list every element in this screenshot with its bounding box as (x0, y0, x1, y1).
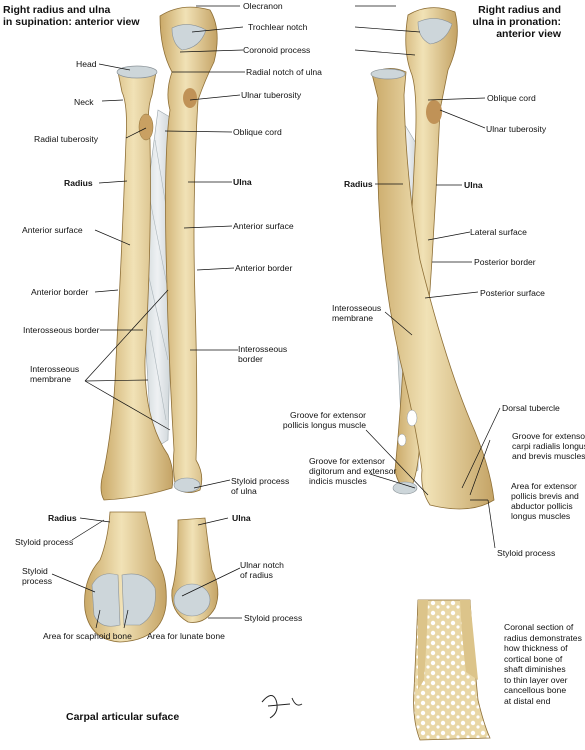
label-dorsal-tubercle: Dorsal tubercle (502, 403, 560, 413)
label-area-scaphoid-bone: Area for scaphoid bone (43, 631, 132, 641)
label-area-lunate-bone: Area for lunate bone (147, 631, 225, 641)
label-ulnar-tuberosity-right: Ulnar tuberosity (486, 124, 547, 134)
label-ulna-carpal: Ulna (232, 513, 251, 523)
label-oblique-cord-right: Oblique cord (487, 93, 536, 103)
label-coronoid-process: Coronoid process (243, 45, 311, 55)
label-anterior-border-ulna: Anterior border (235, 263, 293, 273)
label-styloid-process-right: Styloid process (497, 548, 556, 558)
label-ulnar-notch-of-radius: Ulnar notch of radius (240, 560, 284, 580)
label-ulna-left: Ulna (233, 177, 252, 187)
ulna-bone-left (159, 6, 218, 493)
label-interosseous-border-ulna: Interosseous border (238, 344, 288, 364)
label-interosseous-membrane-left: Interosseous membrane (30, 364, 80, 384)
radius-bone-left (100, 66, 174, 501)
label-radius-carpal: Radius (48, 513, 77, 523)
label-radial-tuberosity: Radial tuberosity (34, 134, 99, 144)
label-head: Head (76, 59, 97, 69)
label-groove-extensor-carpi-radialis: Groove for extensor carpi radialis longu… (512, 431, 585, 461)
label-styloid-process-carpal-right: Styloid process (244, 613, 303, 623)
label-radius-left: Radius (64, 178, 93, 188)
title-pronation: Right radius and ulna in pronation: ante… (472, 4, 561, 40)
label-styloid-process-radius-left: Styloid process (15, 537, 74, 547)
label-groove-extensor-digitorum: Groove for extensor digitorum and extens… (309, 456, 397, 486)
leader-lines (51, 5, 501, 629)
label-anterior-surface-radius: Anterior surface (22, 225, 83, 235)
label-lateral-surface: Lateral surface (470, 227, 527, 237)
netter-signature (261, 695, 303, 719)
label-posterior-surface: Posterior surface (480, 288, 545, 298)
title-carpal-articular-surface: Carpal articular suface (66, 711, 180, 723)
lunate-facet (121, 573, 156, 626)
label-posterior-border: Posterior border (474, 257, 536, 267)
label-ulnar-tuberosity-left: Ulnar tuberosity (241, 90, 302, 100)
label-olecranon: Olecranon (243, 1, 283, 11)
title-supination: Right radius and ulna in supination: ant… (3, 4, 140, 28)
label-anterior-border-radius: Anterior border (31, 287, 89, 297)
label-area-extensor-pollicis-brevis: Area for extensor pollicis brevis and ab… (511, 481, 579, 521)
supination-figure (100, 6, 218, 501)
label-styloid-process-carpal-left: Styloid process (22, 566, 53, 586)
label-interosseous-border-radius: Interosseous border (23, 325, 100, 335)
label-anterior-surface-ulna: Anterior surface (233, 221, 294, 231)
label-styloid-process-of-ulna: Styloid process of ulna (231, 476, 290, 496)
label-coronal-section-caption: Coronal section of radius demonstrates h… (504, 622, 582, 706)
label-neck: Neck (74, 97, 94, 107)
radius-bone-right (371, 68, 495, 510)
label-trochlear-notch: Trochlear notch (248, 22, 308, 32)
label-oblique-cord-left: Oblique cord (233, 127, 282, 137)
coronal-section-figure (413, 599, 491, 741)
label-interosseous-membrane-right: Interosseous membrane (332, 303, 382, 323)
pronation-figure (370, 7, 495, 510)
label-radial-notch-of-ulna: Radial notch of ulna (246, 67, 322, 77)
carpal-articular-figure (84, 511, 219, 643)
label-radius-right: Radius (344, 179, 373, 189)
label-ulna-right: Ulna (464, 180, 483, 190)
scaphoid-facet (91, 573, 121, 627)
label-groove-extensor-pollicis-longus: Groove for extensor pollicis longus musc… (282, 410, 366, 430)
